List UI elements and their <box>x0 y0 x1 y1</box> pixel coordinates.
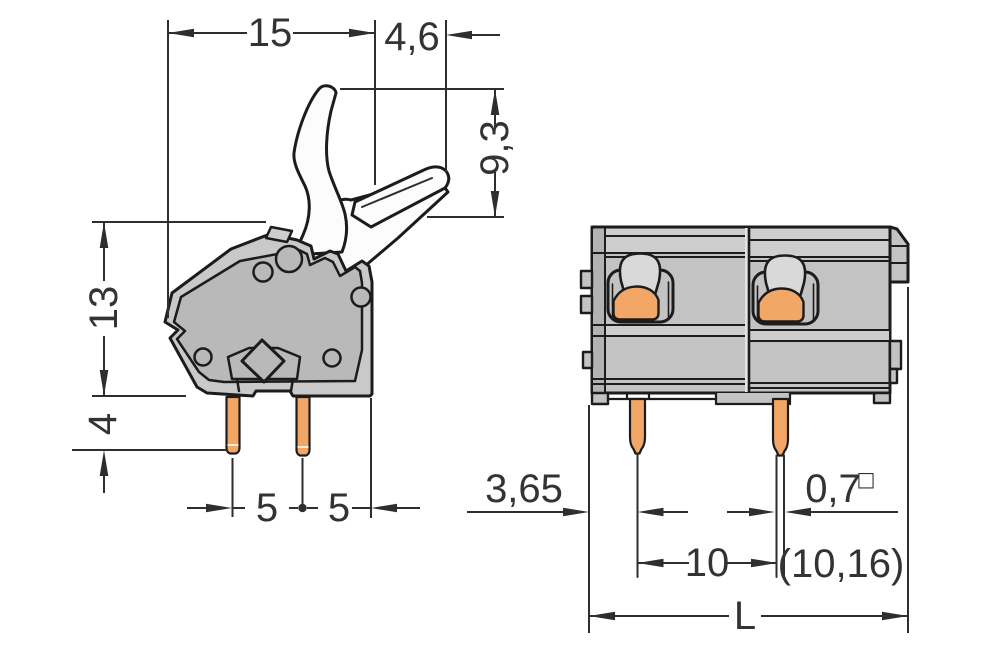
pole-divider-highlight <box>745 228 748 392</box>
housing-face-panel <box>172 248 364 384</box>
dim-pin-spacing-b-label: 5 <box>328 486 350 530</box>
busbar-contact <box>612 285 660 321</box>
dim-overall-length-label: L <box>734 594 756 638</box>
side-view-dimensions: 15 4,6 9,3 13 4 5 5 <box>72 11 517 530</box>
diamond-keyhole <box>240 338 286 384</box>
extension-lines-side <box>72 20 504 518</box>
front-side-wall-strip <box>593 229 605 392</box>
dim-pin-spacing-a-label: 5 <box>256 486 278 530</box>
dim-lever-height-label: 9,3 <box>473 120 517 176</box>
foot-left <box>590 391 610 406</box>
dim-housing-height-label: 13 <box>82 286 126 331</box>
side-tab-right-lower <box>888 367 899 385</box>
foot-right <box>872 391 892 405</box>
side-tab-left-3 <box>581 350 594 370</box>
housing-hole-right <box>350 286 372 308</box>
housing-hole-upper-left <box>252 261 274 283</box>
housing-hole-lower-right <box>322 348 342 368</box>
arrowheads-side <box>99 28 500 513</box>
front-view <box>579 225 910 578</box>
lever-blade-fold-line <box>361 177 433 208</box>
dim-pin-width-label: 0,7 <box>805 467 861 511</box>
front-view-dimensions: 3,65 0,7 □ 10 (10,16) L <box>467 287 909 638</box>
front-top-band-left <box>593 229 748 253</box>
extension-lines-front <box>588 287 909 633</box>
dim-pin-length-label: 4 <box>81 413 125 435</box>
clamp-unit-1 <box>606 252 675 324</box>
side-tab-left-1 <box>579 269 594 290</box>
latch-tab <box>264 225 294 244</box>
clamp-unit-2 <box>751 254 820 326</box>
solder-pin-front-left <box>628 397 647 455</box>
front-mid-band-right <box>748 330 889 341</box>
mount-block-top-right <box>888 225 910 284</box>
side-tab-left-2 <box>579 294 594 315</box>
arrowheads-front <box>563 507 908 621</box>
pivot-hole <box>274 244 304 274</box>
dim-pole-pitch-alt-label: (10,16) <box>778 542 905 586</box>
pin-shoulder-left <box>625 391 651 401</box>
front-top-band-right <box>748 229 889 257</box>
dim-overall-width-label: 15 <box>248 11 293 55</box>
lever-handle <box>292 84 349 257</box>
side-view <box>163 84 451 457</box>
housing-hole-lower-left <box>193 347 213 367</box>
center-boss-outline <box>226 346 302 393</box>
dim-pin-square-symbol: □ <box>857 467 876 491</box>
solder-pin-front-right <box>771 397 790 457</box>
solder-pin-side-right <box>295 395 311 457</box>
dim-pole-pitch-label: 10 <box>685 541 730 585</box>
dim-lever-offset-label: 4,6 <box>384 15 440 59</box>
busbar-contact <box>757 287 805 323</box>
front-panel-lines <box>591 226 891 394</box>
side-tab-right-upper <box>888 339 903 371</box>
front-mid-band-left <box>593 325 748 336</box>
dim-edge-to-pin-label: 3,65 <box>485 467 563 511</box>
